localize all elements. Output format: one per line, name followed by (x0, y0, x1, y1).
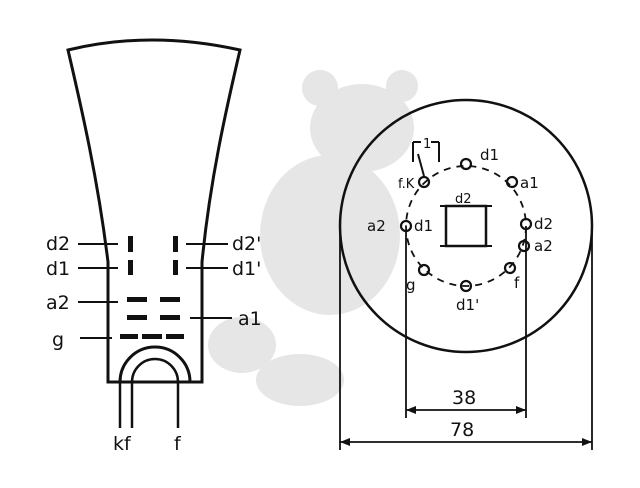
pin-a2-right (517, 239, 531, 253)
label-a2: a2 (46, 292, 70, 314)
pin-a2-d1-left (399, 219, 413, 233)
label-d1: d1 (46, 258, 70, 280)
pin-marker (412, 141, 440, 177)
base-label-fk: f.K (398, 177, 415, 192)
pin-g (417, 263, 431, 277)
base-label-a2-right: a2 (534, 237, 553, 255)
label-d2: d2 (46, 233, 70, 255)
base-pins (399, 157, 533, 293)
base-label-d2-center: d2 (455, 192, 472, 207)
base-label-a1: a1 (520, 174, 539, 192)
dimension-outer: 78 (450, 419, 474, 441)
label-a1: a1 (238, 308, 262, 330)
watermark-bear (208, 70, 418, 406)
base-label-d1-prime: d1' (456, 296, 479, 314)
base-label-f: f (514, 274, 520, 292)
base-label-g: g (406, 276, 416, 294)
pin-d1-prime (459, 279, 473, 293)
tube-electrodes (120, 236, 184, 339)
base-label-d1-top: d1 (480, 146, 499, 164)
dimension-inner: 38 (452, 387, 476, 409)
pin-f (503, 261, 517, 275)
label-kf: kf (113, 433, 132, 455)
pin-d1-top (459, 157, 473, 171)
pin-a1 (505, 175, 519, 189)
tube-leaders (78, 243, 232, 339)
base-label-pin-marker: 1 (423, 137, 431, 152)
pin-fk (417, 175, 431, 189)
base-label-d1-left: d1 (414, 217, 433, 235)
label-d2-prime: d2' (232, 233, 261, 255)
pin-d2-right (519, 217, 533, 231)
tube-envelope (66, 38, 242, 428)
base-label-d2-right: d2 (534, 215, 553, 233)
label-g: g (52, 329, 64, 351)
dimension-lines (339, 226, 593, 450)
base-label-a2-left: a2 (367, 217, 386, 235)
label-d1-prime: d1' (232, 258, 261, 280)
label-f: f (174, 433, 182, 455)
